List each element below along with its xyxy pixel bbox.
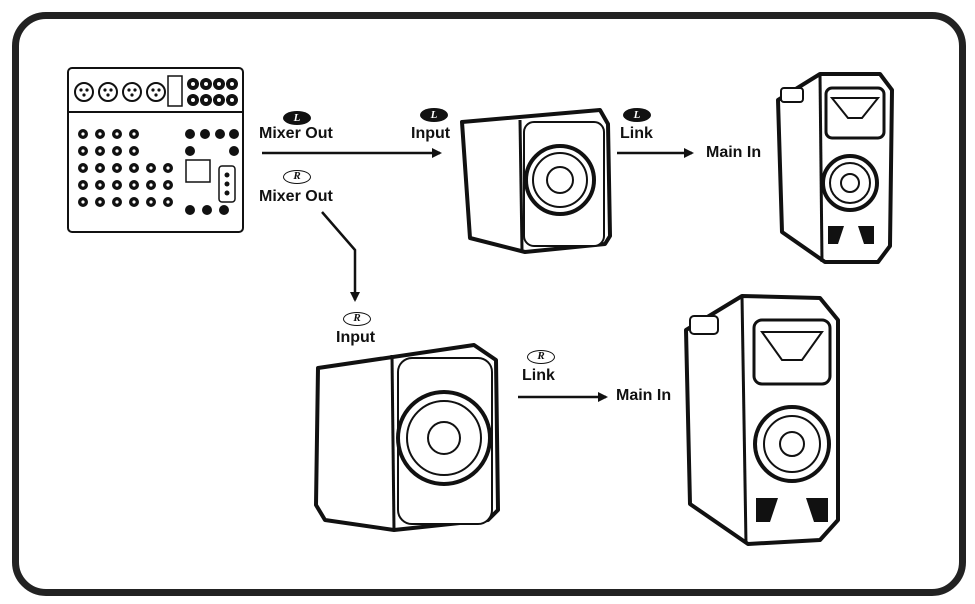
sub-right-link-label: Link — [522, 367, 555, 384]
signal-arrows — [262, 148, 694, 402]
sub-left-input-label: Input — [411, 125, 451, 142]
subwoofer-left-icon — [460, 108, 612, 254]
mixer-knob-icon — [185, 146, 195, 156]
sub-left-link-label: Link — [620, 125, 653, 142]
mixer-knob-icon — [185, 129, 195, 139]
mixer-out-right-label: Mixer Out — [259, 188, 333, 205]
main-speaker-left-icon — [776, 72, 894, 264]
mixer-knob-icon — [185, 205, 195, 215]
mixer-knob-icon — [229, 146, 239, 156]
mixer-out-left-badge: L — [283, 111, 311, 125]
sub-right-link-badge: R — [527, 350, 555, 364]
main-left-input-label: Main In — [706, 144, 762, 161]
main-speaker-right-icon — [684, 294, 840, 546]
mixer-knob-icon — [200, 129, 210, 139]
arrow-mixer-to-sub-right — [321, 211, 360, 302]
mixer-knob-icon — [215, 129, 225, 139]
sub-right-input-badge: R — [343, 312, 371, 326]
sub-left-link-badge: L — [623, 108, 651, 122]
mixer-knob-icon — [229, 129, 239, 139]
subwoofer-right-icon — [314, 343, 500, 532]
mixer-out-right-badge: R — [283, 170, 311, 184]
sub-left-input-badge: L — [420, 108, 448, 122]
mixer-icon — [67, 67, 244, 233]
sub-right-input-label: Input — [336, 329, 376, 346]
main-right-input-label: Main In — [616, 387, 672, 404]
mixer-out-left-label: Mixer Out — [259, 125, 333, 142]
mixer-knob-icon — [219, 205, 229, 215]
mixer-knob-icon — [202, 205, 212, 215]
